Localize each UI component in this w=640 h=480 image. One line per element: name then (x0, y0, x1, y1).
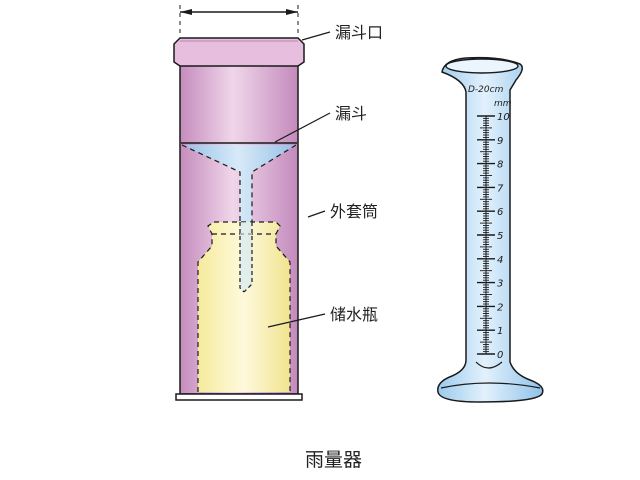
diameter-label: D-20cm (468, 85, 504, 95)
leader-funnel (274, 112, 331, 143)
tick-label: 8 (497, 160, 503, 171)
funnel (181, 142, 297, 293)
tick-label: 4 (497, 255, 503, 266)
storage-bottle (197, 221, 291, 392)
label-funnel-mouth: 漏斗口 (335, 23, 383, 42)
leader-lines (267, 31, 331, 328)
tick-label: 3 (497, 279, 503, 290)
tick-label: 9 (497, 136, 503, 147)
tick-label: 1 (497, 326, 503, 337)
funnel-mouth-ring (173, 37, 305, 67)
label-storage-bottle: 储水瓶 (330, 305, 378, 324)
base-plate (175, 393, 303, 401)
leader-storage-bottle (267, 313, 326, 328)
leader-outer-cylinder (307, 210, 326, 218)
tick-label: 0 (497, 350, 503, 361)
tick-label: 7 (497, 183, 504, 194)
label-outer-cylinder: 外套筒 (330, 202, 378, 221)
unit-label: mm (494, 99, 512, 109)
diameter-dimension (179, 5, 299, 36)
tick-label: 5 (497, 231, 503, 242)
tick-label: 2 (497, 302, 503, 313)
tick-label: 6 (497, 207, 503, 218)
tick-label: 10 (497, 112, 510, 123)
scale: 0 1 2 3 4 5 6 7 8 9 10 (477, 112, 510, 361)
label-funnel: 漏斗 (335, 104, 367, 123)
leader-funnel-mouth (301, 31, 331, 41)
measuring-cylinder: D-20cm mm 0 1 2 3 4 5 6 7 8 9 10 (437, 56, 544, 403)
diagram-title: 雨量器 (305, 449, 362, 471)
cylinder-spout (445, 58, 519, 74)
